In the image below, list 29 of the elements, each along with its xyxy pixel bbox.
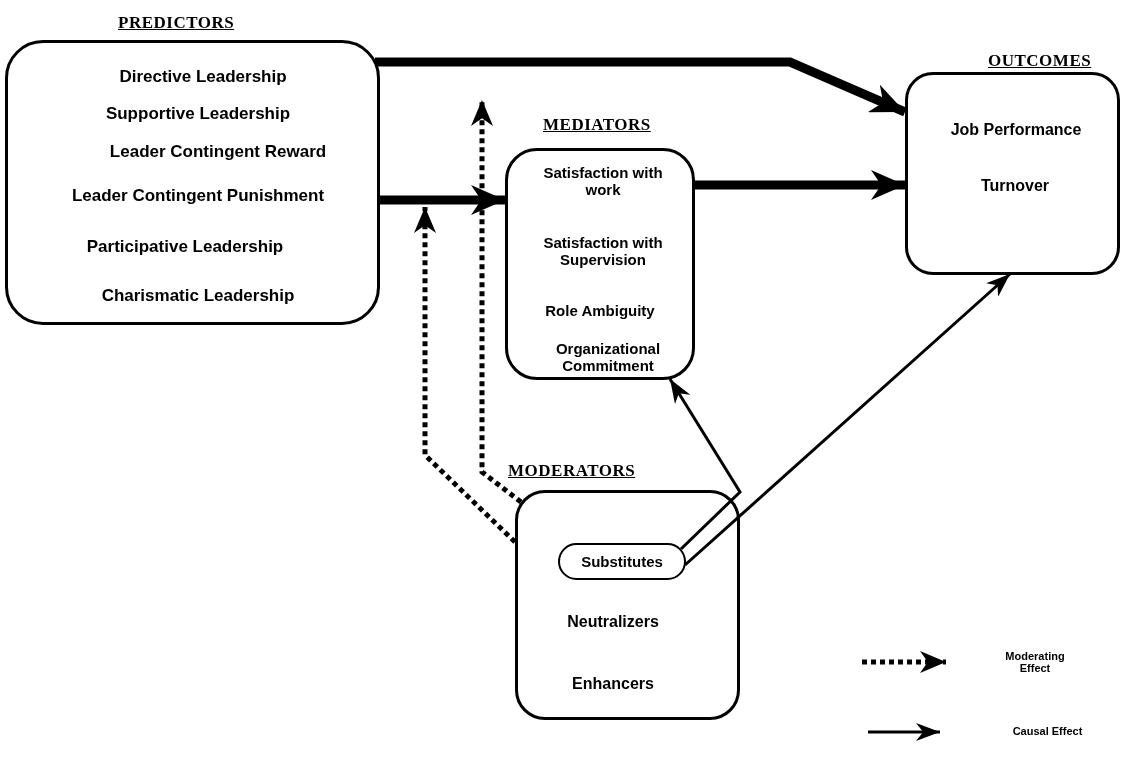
factor-label: Charismatic Leadership [100, 287, 296, 306]
factor-label: Organizational Commitment [554, 341, 662, 374]
group-heading: MEDIATORS [543, 115, 651, 135]
factor-label: Role Ambiguity [544, 303, 656, 320]
factor-label: Neutralizers [566, 613, 660, 631]
group-heading: MODERATORS [508, 461, 636, 481]
factor-label: Leader Contingent Reward [108, 143, 328, 162]
arrow [380, 185, 505, 215]
factor-label: Directive Leadership [118, 68, 288, 87]
factor-label: Satisfaction with Supervision [542, 235, 664, 268]
arrow [695, 170, 905, 200]
pill-box [558, 543, 686, 580]
factor-label: Turnover [979, 177, 1051, 195]
factor-label: Substitutes [580, 554, 664, 571]
arrow [668, 378, 742, 551]
group-heading: OUTCOMES [988, 51, 1092, 71]
arrow [684, 272, 1011, 567]
factor-label: Participative Leadership [85, 238, 285, 257]
factor-label: Job Performance [949, 121, 1083, 139]
dotted-arrow [471, 100, 523, 504]
dotted-arrow [414, 207, 517, 544]
factor-label: Satisfaction with work [542, 165, 664, 198]
arrow [375, 57, 907, 117]
group-heading: PREDICTORS [118, 13, 235, 33]
factor-label: Leader Contingent Punishment [70, 187, 326, 206]
legend-label: Moderating Effect [1004, 650, 1066, 675]
legend-label: Causal Effect [1011, 725, 1084, 738]
factor-label: Supportive Leadership [104, 105, 292, 124]
factor-label: Enhancers [571, 675, 655, 693]
